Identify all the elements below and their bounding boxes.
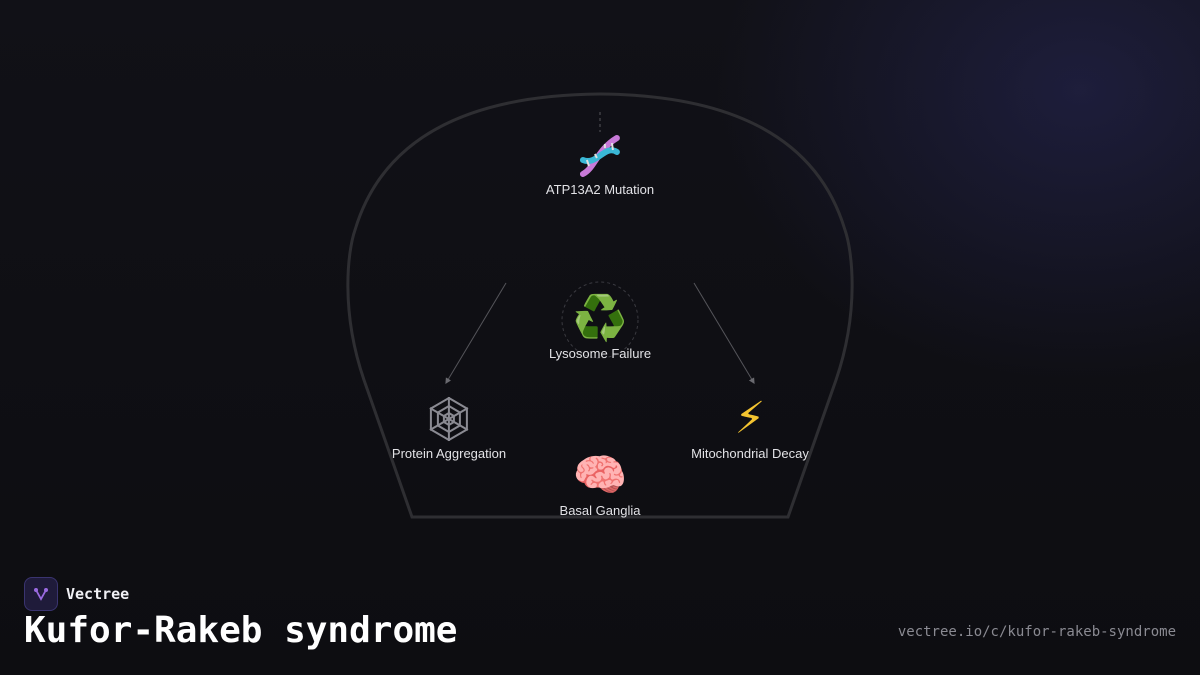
vectree-logo-icon <box>24 577 58 611</box>
page-title: Kufor-Rakeb syndrome <box>24 610 458 651</box>
lysosome-ring <box>561 281 639 359</box>
brand-name: Vectree <box>66 585 130 603</box>
node-basal-ganglia: 🧠 Basal Ganglia <box>559 450 641 519</box>
node-label: Protein Aggregation <box>391 446 507 461</box>
spider-web-icon <box>429 396 469 442</box>
arrow-to-protein-aggregation <box>445 282 507 385</box>
head-outline <box>346 92 854 519</box>
node-label: Basal Ganglia <box>559 503 641 518</box>
page-url[interactable]: vectree.io/c/kufor-rakeb-syndrome <box>897 624 1176 640</box>
node-lysosome-failure: ♻️ Lysosome Failure <box>548 293 652 362</box>
lightning-icon: ⚡ <box>734 393 766 444</box>
arrow-to-mitochondrial-decay <box>693 282 755 385</box>
node-protein-aggregation: Protein Aggregation <box>392 394 506 461</box>
brand: Vectree <box>24 577 129 611</box>
node-atp13a2-mutation: ATP13A2 Mutation <box>546 130 654 197</box>
node-label: Lysosome Failure <box>548 346 652 361</box>
node-mitochondrial-decay: ⚡ Mitochondrial Decay <box>691 393 809 462</box>
node-label: ATP13A2 Mutation <box>545 182 655 197</box>
node-label: Mitochondrial Decay <box>691 446 809 461</box>
recycle-icon: ♻️ <box>572 293 628 344</box>
dna-icon <box>580 135 620 177</box>
brain-icon: 🧠 <box>572 450 628 501</box>
